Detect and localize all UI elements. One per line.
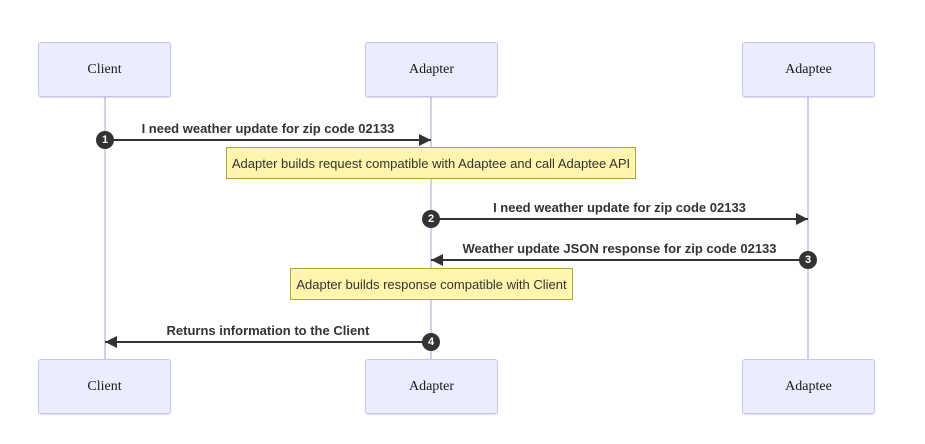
message-2-arrowhead-right-icon: [796, 213, 808, 225]
message-1-number-badge: 1: [96, 131, 114, 149]
actor-box-adaptee-bottom: Adaptee: [742, 359, 875, 414]
actor-box-client-top: Client: [38, 42, 171, 97]
message-3-label: Weather update JSON response for zip cod…: [462, 241, 777, 256]
message-1-label: I need weather update for zip code 02133: [141, 121, 395, 136]
note-response-compatible: Adapter builds response compatible with …: [290, 268, 573, 300]
lifeline-client: [104, 97, 106, 359]
message-3-number-badge: 3: [799, 251, 817, 269]
message-2-label: I need weather update for zip code 02133: [493, 200, 746, 215]
message-4-number-badge: 4: [422, 333, 440, 351]
actor-label-adaptee: Adaptee: [785, 61, 832, 77]
actor-label-adapter: Adapter: [408, 61, 455, 77]
message-1-arrowhead-right-icon: [419, 134, 431, 146]
note-request-compatible: Adapter builds request compatible with A…: [226, 147, 636, 179]
message-3-line: [431, 259, 808, 261]
actor-label-adapter-bottom: Adapter: [408, 378, 455, 394]
message-4-label: Returns information to the Client: [166, 323, 370, 338]
actor-box-client-bottom: Client: [38, 359, 171, 414]
message-3-arrowhead-left-icon: [431, 254, 443, 266]
message-2-number-badge: 2: [422, 210, 440, 228]
message-2-line: [431, 218, 808, 220]
lifeline-adaptee: [807, 97, 809, 359]
actor-box-adapter-bottom: Adapter: [365, 359, 498, 414]
message-1-line: [105, 139, 431, 141]
actor-label-client-bottom: Client: [87, 378, 122, 394]
actor-box-adaptee-top: Adaptee: [742, 42, 875, 97]
message-4-arrowhead-left-icon: [105, 336, 117, 348]
lifeline-adapter: [430, 97, 432, 359]
message-4-line: [105, 341, 431, 343]
actor-label-adaptee-bottom: Adaptee: [785, 378, 832, 394]
actor-label-client: Client: [87, 61, 122, 77]
actor-box-adapter-top: Adapter: [365, 42, 498, 97]
